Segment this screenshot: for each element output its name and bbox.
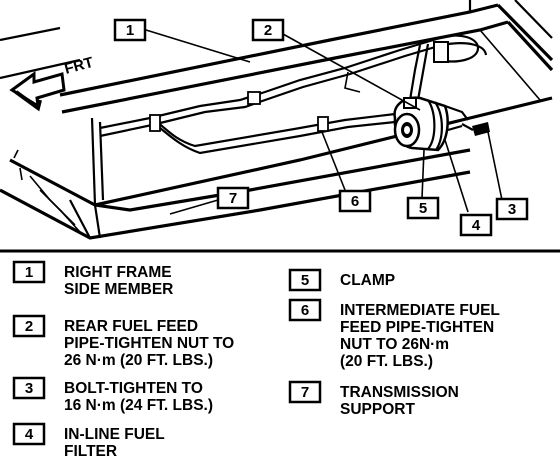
legend-number: 7 xyxy=(301,384,309,401)
frame-end-face xyxy=(90,117,97,206)
frame-top-edge xyxy=(59,3,499,97)
legend-text-line: RIGHT FRAME xyxy=(64,264,172,281)
legend-number: 3 xyxy=(25,380,33,397)
legend-text-line: FEED PIPE-TIGHTEN xyxy=(340,319,494,336)
legend-text-line: TRANSMISSION xyxy=(340,384,459,401)
callout-4: 4 xyxy=(459,213,493,237)
legend-text-line: SUPPORT xyxy=(340,401,415,418)
callouts: 1 2 3 4 5 6 7 xyxy=(113,18,529,237)
fuel-lines xyxy=(99,34,488,155)
frt-label: FRT xyxy=(63,54,96,78)
legend-number: 4 xyxy=(25,426,34,443)
legend-text-line: 16 N·m (24 FT. LBS.) xyxy=(64,397,213,414)
callout-1: 1 xyxy=(113,18,147,42)
pipe-fitting-upper xyxy=(433,41,449,63)
pipe-nut-intermediate xyxy=(317,116,329,132)
legend-number-box xyxy=(12,260,46,284)
fuel-feed-line-upper xyxy=(99,36,441,130)
legend-text-line: NUT TO 26N·m xyxy=(340,336,449,353)
legend-number-box xyxy=(288,268,322,292)
callout-3: 3 xyxy=(495,197,529,221)
legend-text-line: INTERMEDIATE FUEL xyxy=(340,302,500,319)
frame-bottom-edge xyxy=(94,96,553,207)
callout-6: 6 xyxy=(338,189,372,213)
legend-text-line: IN-LINE FUEL xyxy=(64,426,165,443)
line-clip xyxy=(247,91,261,105)
legend-number-box xyxy=(288,298,322,322)
bolt xyxy=(472,122,490,136)
legend-text-line: FILTER xyxy=(64,443,117,460)
svg-text:1: 1 xyxy=(126,22,134,39)
leader-lines xyxy=(145,29,503,215)
leader-4 xyxy=(444,139,469,213)
transmission-support-top xyxy=(9,148,471,212)
callout-5: 5 xyxy=(406,196,440,220)
svg-text:5: 5 xyxy=(419,200,427,217)
legend-text-line: (20 FT. LBS.) xyxy=(340,353,433,370)
legend-number-box xyxy=(288,380,322,404)
leader-6 xyxy=(321,131,346,191)
legend-text-line: 26 N·m (20 FT. LBS.) xyxy=(64,352,213,369)
legend-text-line: SIDE MEMBER xyxy=(64,281,173,298)
legend-number: 5 xyxy=(301,272,309,289)
callout-2: 2 xyxy=(251,18,285,42)
svg-text:7: 7 xyxy=(229,190,237,207)
front-direction-arrow: FRT xyxy=(9,54,96,112)
filter-assembly xyxy=(393,96,490,152)
leader-5 xyxy=(421,149,425,199)
frame-upper-lip xyxy=(61,20,509,114)
legend-item-5: 5 CLAMP xyxy=(288,268,395,292)
legend-number: 6 xyxy=(301,302,309,319)
legend-number-box xyxy=(12,314,46,338)
legend-text-line: PIPE-TIGHTEN NUT TO xyxy=(64,335,234,352)
filter-clamp-band xyxy=(427,99,436,150)
legend-text-line: REAR FUEL FEED xyxy=(64,318,198,335)
callout-7: 7 xyxy=(216,186,250,210)
svg-text:3: 3 xyxy=(508,201,516,218)
svg-text:2: 2 xyxy=(264,22,272,39)
legend-text-line: BOLT-TIGHTEN TO xyxy=(64,380,203,397)
svg-text:6: 6 xyxy=(351,193,359,210)
leader-2 xyxy=(282,33,421,111)
leader-1 xyxy=(145,29,251,63)
leader-7 xyxy=(169,199,219,215)
svg-text:4: 4 xyxy=(472,217,481,234)
legend-text-line: CLAMP xyxy=(340,272,395,289)
leader-3 xyxy=(487,131,503,201)
body-right-edge xyxy=(496,3,554,62)
legend-number: 2 xyxy=(25,318,33,335)
legend-number-box xyxy=(12,376,46,400)
legend-number-box xyxy=(12,422,46,446)
legend-number: 1 xyxy=(25,264,33,281)
